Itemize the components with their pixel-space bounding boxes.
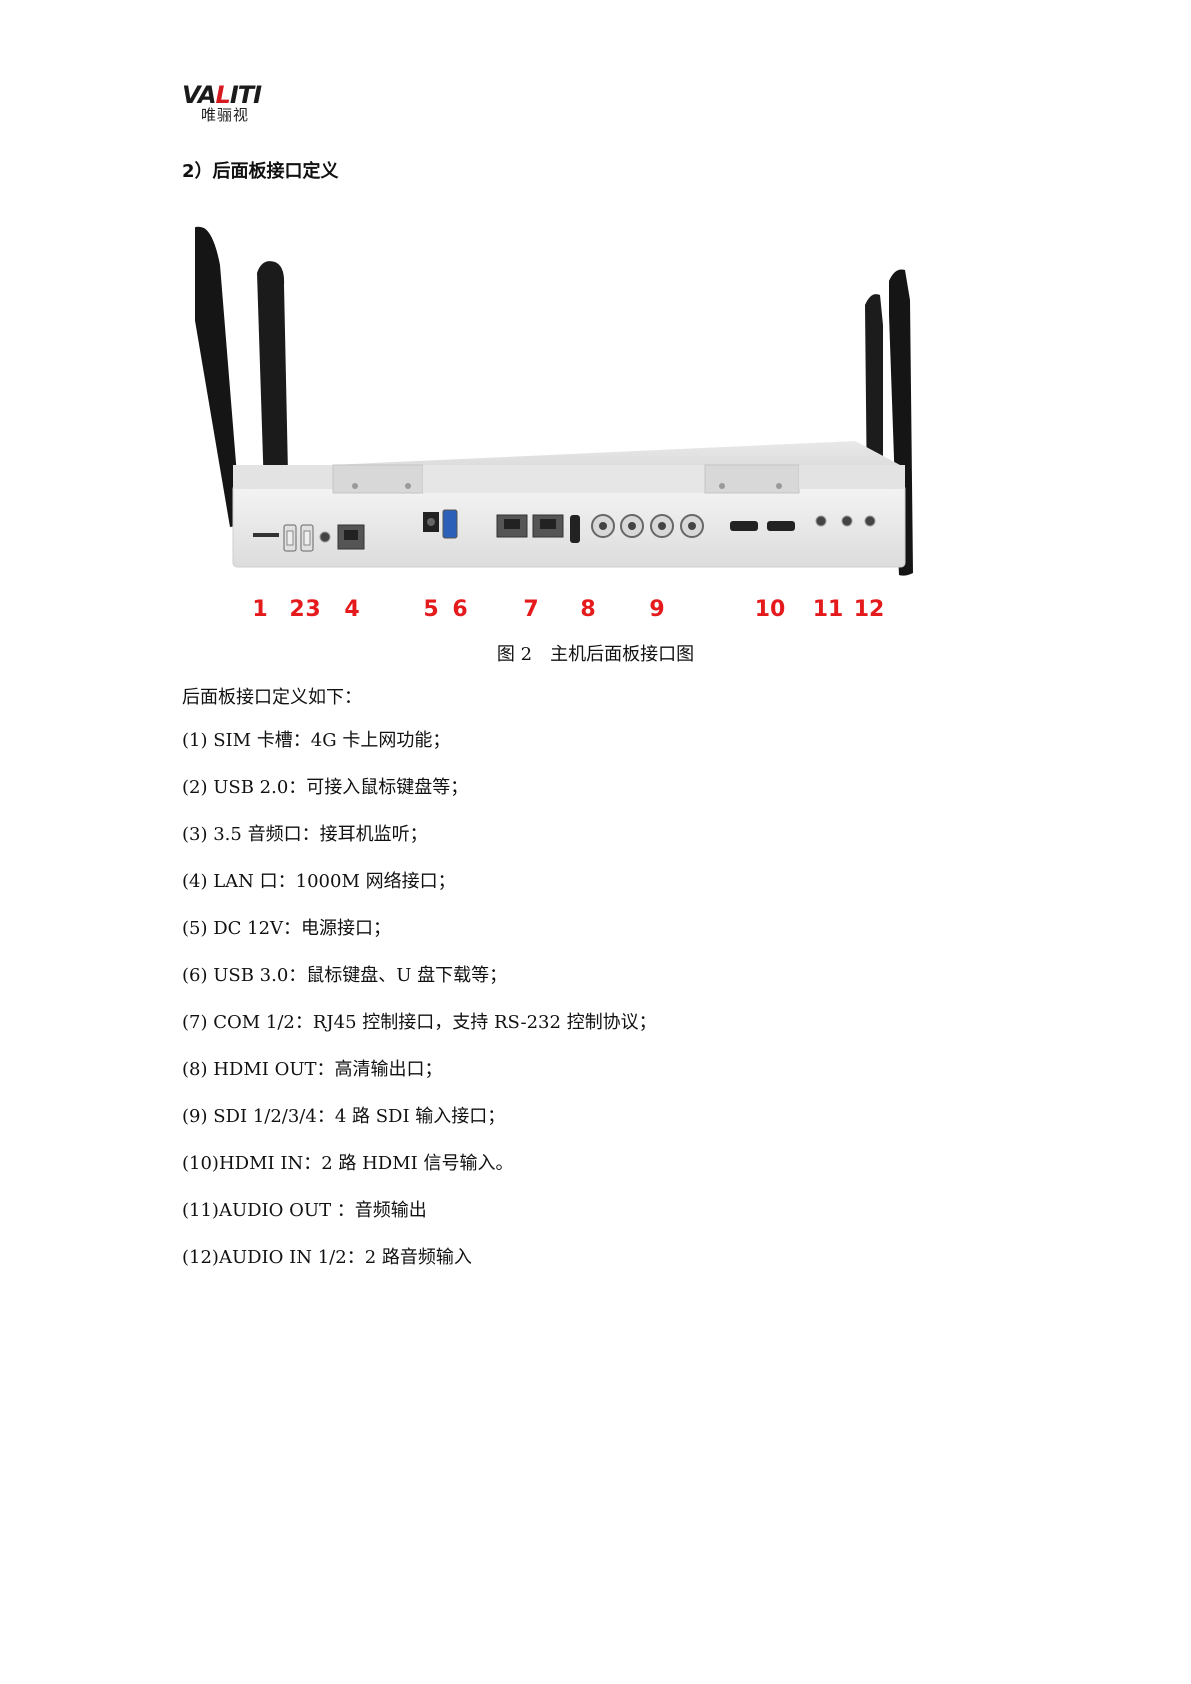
callout-3: 3: [305, 597, 320, 622]
callout-labels: 1 2 3 4 5 6 7 8 9 10 11 12: [252, 597, 884, 622]
callout-8: 8: [580, 597, 595, 622]
list-item: (1) SIM 卡槽：4G 卡上网功能；: [182, 730, 451, 751]
list-item: (7) COM 1/2：RJ45 控制接口，支持 RS-232 控制协议；: [182, 1012, 657, 1033]
rear-panel-figure: 1 2 3 4 5 6 7 8 9 10 11 12: [195, 226, 913, 622]
list-item: (3) 3.5 音频口：接耳机监听；: [182, 824, 428, 845]
callout-10: 10: [755, 597, 786, 622]
list-item: (2) USB 2.0：可接入鼠标键盘等；: [182, 777, 469, 798]
antenna-left-2: [257, 261, 289, 521]
audio-in-jack-2: [864, 515, 876, 527]
sim-slot: [253, 533, 279, 537]
list-item: (11)AUDIO OUT ：音频输出: [182, 1200, 427, 1221]
list-item: (10)HDMI IN：2 路 HDMI 信号输入。: [182, 1153, 514, 1174]
callout-11: 11: [813, 597, 844, 622]
logo-subtitle: 唯骊视: [201, 106, 250, 124]
callout-1: 1: [252, 597, 267, 622]
callout-7: 7: [523, 597, 538, 622]
device-body: [232, 441, 906, 568]
list-item: (5) DC 12V：电源接口；: [182, 918, 392, 939]
callout-12: 12: [854, 597, 885, 622]
list-item: (6) USB 3.0：鼠标键盘、U 盘下载等；: [182, 965, 508, 986]
hdmi-in-port-1: [730, 521, 758, 531]
audio-in-jack-1: [841, 515, 853, 527]
list-item: (12)AUDIO IN 1/2：2 路音频输入: [182, 1247, 472, 1268]
list-item: (8) HDMI OUT：高清输出口；: [182, 1059, 443, 1080]
rear-ports: [253, 509, 876, 552]
antenna-right-2: [889, 269, 913, 576]
callout-5: 5: [423, 597, 438, 622]
interface-list: (1) SIM 卡槽：4G 卡上网功能； (2) USB 2.0：可接入鼠标键盘…: [182, 728, 657, 1292]
list-item: (9) SDI 1/2/3/4：4 路 SDI 输入接口；: [182, 1106, 506, 1127]
usb3-port: [442, 509, 458, 539]
list-item: (4) LAN 口：1000M 网络接口；: [182, 871, 456, 892]
logo-mark: VALITI: [182, 81, 262, 109]
figure-caption: 图 2 主机后面板接口图: [496, 644, 695, 665]
hdmi-in-port-2: [767, 521, 795, 531]
callout-2: 2: [289, 597, 304, 622]
callout-9: 9: [649, 597, 664, 622]
callout-6: 6: [452, 597, 467, 622]
hdmi-out-port: [570, 515, 580, 543]
company-logo: VALITI 唯骊视: [182, 81, 292, 124]
sdi-connectors: [591, 514, 704, 538]
audio-jack: [319, 531, 331, 543]
section-title: 2）后面板接口定义: [182, 161, 339, 182]
audio-out-jack: [815, 515, 827, 527]
antenna-left-1: [195, 226, 241, 527]
callout-4: 4: [344, 597, 359, 622]
intro-text: 后面板接口定义如下：: [182, 687, 362, 708]
